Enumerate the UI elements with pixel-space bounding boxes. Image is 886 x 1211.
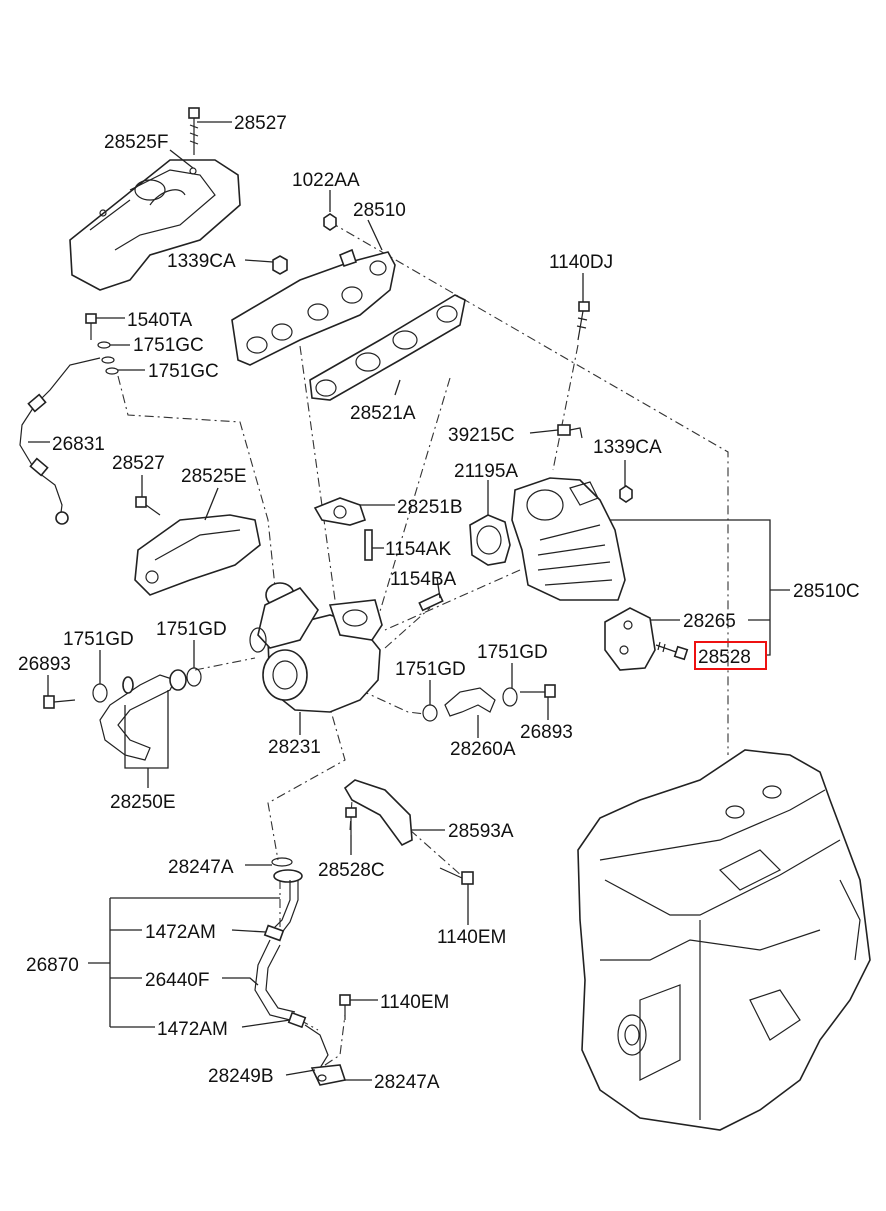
bolt-26893-right (520, 684, 556, 698)
gasket-28251B (313, 497, 367, 526)
bolt-28527-top (188, 107, 200, 155)
label-26893-right[interactable]: 26893 (520, 722, 573, 743)
oil-return-pipe (422, 687, 518, 722)
label-28528C[interactable]: 28528C (318, 860, 385, 881)
highlight-box-28528 (694, 641, 767, 670)
label-28265[interactable]: 28265 (683, 611, 736, 632)
oil-pipe-28250E (99, 669, 187, 761)
label-28525F[interactable]: 28525F (104, 132, 168, 153)
label-1154BA[interactable]: 1154BA (390, 569, 457, 590)
label-28527-mid[interactable]: 28527 (112, 453, 165, 474)
bolt-1140EM-lower (339, 994, 351, 1020)
label-26870[interactable]: 26870 (26, 955, 79, 976)
nut-1339CA-lower (619, 485, 633, 503)
bolt-28528C (345, 807, 357, 835)
heat-shield-upper (69, 159, 241, 291)
label-28251B[interactable]: 28251B (397, 497, 463, 518)
label-28525E[interactable]: 28525E (181, 466, 247, 487)
label-28510[interactable]: 28510 (353, 200, 406, 221)
catalytic-converter (511, 477, 626, 601)
label-28527-top[interactable]: 28527 (234, 113, 287, 134)
label-1751GD-b[interactable]: 1751GD (156, 619, 227, 640)
label-39215C[interactable]: 39215C (448, 425, 515, 446)
label-1022AA[interactable]: 1022AA (292, 170, 360, 191)
bracket-28593A (343, 779, 413, 847)
manifold-gasket (309, 294, 466, 401)
label-1751GD-c[interactable]: 1751GD (395, 659, 466, 680)
engine-block (577, 749, 871, 1131)
bolt-26893-left (43, 695, 76, 709)
label-28250E[interactable]: 28250E (110, 792, 176, 813)
label-1540TA[interactable]: 1540TA (127, 310, 192, 331)
turbocharger (249, 582, 383, 713)
gasket-21195A (469, 514, 511, 566)
label-1751GC-a[interactable]: 1751GC (133, 335, 204, 356)
oxygen-sensor-cable (19, 357, 101, 525)
nut-1339CA-upper (272, 255, 288, 275)
label-28247A-lower[interactable]: 28247A (374, 1072, 440, 1093)
bolt-28527-mid (135, 496, 161, 516)
label-28528[interactable]: 28528 (698, 647, 751, 668)
nut-1022AA (323, 213, 337, 231)
label-21195A[interactable]: 21195A (454, 461, 518, 482)
label-1472AM-lower[interactable]: 1472AM (157, 1019, 228, 1040)
label-28247A-upper[interactable]: 28247A (168, 857, 234, 878)
label-28521A[interactable]: 28521A (350, 403, 416, 424)
label-1140EM-lower[interactable]: 1140EM (380, 992, 449, 1013)
label-1154AK[interactable]: 1154AK (385, 539, 452, 560)
bracket-28265 (604, 607, 656, 671)
stud-1154BA (418, 592, 444, 612)
label-1751GC-b[interactable]: 1751GC (148, 361, 219, 382)
stud-1154AK (364, 529, 373, 561)
label-1472AM-upper[interactable]: 1472AM (145, 922, 216, 943)
label-1339CA-upper[interactable]: 1339CA (167, 251, 236, 272)
label-1751GD-a[interactable]: 1751GD (63, 629, 134, 650)
label-28249B[interactable]: 28249B (208, 1066, 274, 1087)
leader-lines (28, 121, 790, 1081)
bolt-1540TA (85, 313, 119, 375)
bolt-1140DJ (576, 301, 590, 341)
part-labels: 28527 28525F 1022AA 28510 1339CA 1140DJ … (18, 113, 860, 1093)
label-26831[interactable]: 26831 (52, 434, 105, 455)
label-1140DJ[interactable]: 1140DJ (549, 252, 613, 273)
water-pipe-assembly (254, 857, 347, 1086)
label-26893-left[interactable]: 26893 (18, 654, 71, 675)
heat-shield-lower (134, 514, 261, 596)
exhaust-manifold (231, 248, 396, 366)
bolt-1140EM-upper (439, 867, 474, 885)
label-28510C[interactable]: 28510C (793, 581, 860, 602)
label-26440F[interactable]: 26440F (145, 970, 209, 991)
label-1140EM-upper[interactable]: 1140EM (437, 927, 506, 948)
bolt-28528 (655, 641, 689, 661)
label-28231[interactable]: 28231 (268, 737, 321, 758)
label-28593A[interactable]: 28593A (448, 821, 514, 842)
clip-39215C (557, 424, 583, 439)
label-1339CA-lower[interactable]: 1339CA (593, 437, 662, 458)
label-28260A[interactable]: 28260A (450, 739, 516, 760)
label-1751GD-d[interactable]: 1751GD (477, 642, 548, 663)
